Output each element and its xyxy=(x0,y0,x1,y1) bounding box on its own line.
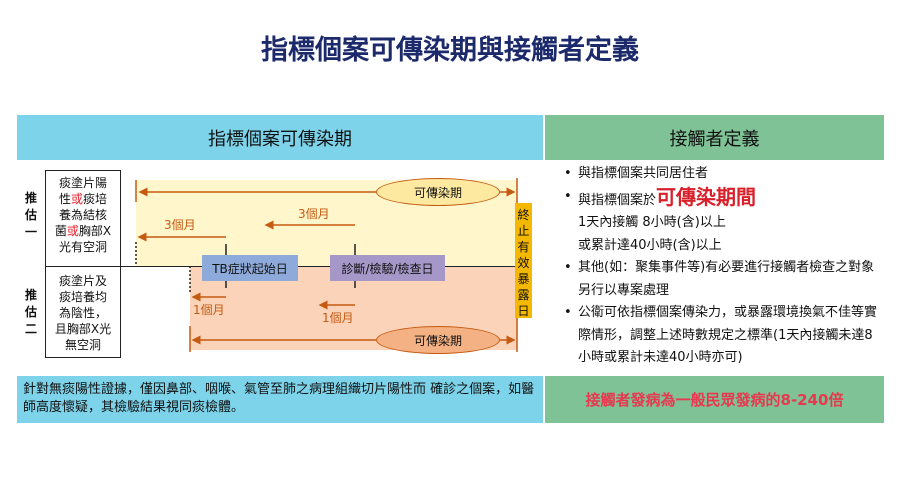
definition-item: 與指標個案共同居住者 xyxy=(562,163,884,186)
estimate1-label: 推估一 xyxy=(24,191,37,239)
three-months-label: 3個月 xyxy=(298,207,330,221)
tb-onset-box: TB症狀起始日 xyxy=(202,255,298,281)
three-months-label: 3個月 xyxy=(164,218,196,232)
one-month-label: 1個月 xyxy=(193,303,225,317)
pathology-note: 針對無痰陽性證據，僅因鼻部、咽喉、氣管至肺之病理組織切片陽性而 確診之個案，如醫… xyxy=(17,376,543,423)
infectious-period-header: 指標個案可傳染期 xyxy=(17,115,543,160)
estimate2-criteria: 痰塗片及痰培養均為陰性，且胸部X光無空洞 xyxy=(45,266,121,358)
risk-statement: 接觸者發病為一般民眾發病的8-240倍 xyxy=(545,376,884,423)
end-exposure-bar: 終止有效暴露日 xyxy=(515,203,532,318)
infectious-period-ellipse-2: 可傳染期 xyxy=(376,326,500,354)
slide-title: 指標個案可傳染期與接觸者定義 xyxy=(261,35,639,66)
infectious-period-ellipse-1: 可傳染期 xyxy=(376,178,500,206)
definition-item: 公衛可依指標個案傳染力，或暴露環境換氣不佳等實際情形，調整上述時數規定之標準(1… xyxy=(562,302,884,370)
definition-item: 其他(如：聚集事件等)有必要進行接觸者檢查之對象另行以專案處理 xyxy=(562,257,884,302)
diagnosis-date-box: 診斷/檢驗/檢查日 xyxy=(330,255,445,281)
one-month-label: 1個月 xyxy=(322,311,354,325)
contact-definition-header: 接觸者定義 xyxy=(545,115,884,160)
estimate2-label: 推估二 xyxy=(24,288,37,336)
